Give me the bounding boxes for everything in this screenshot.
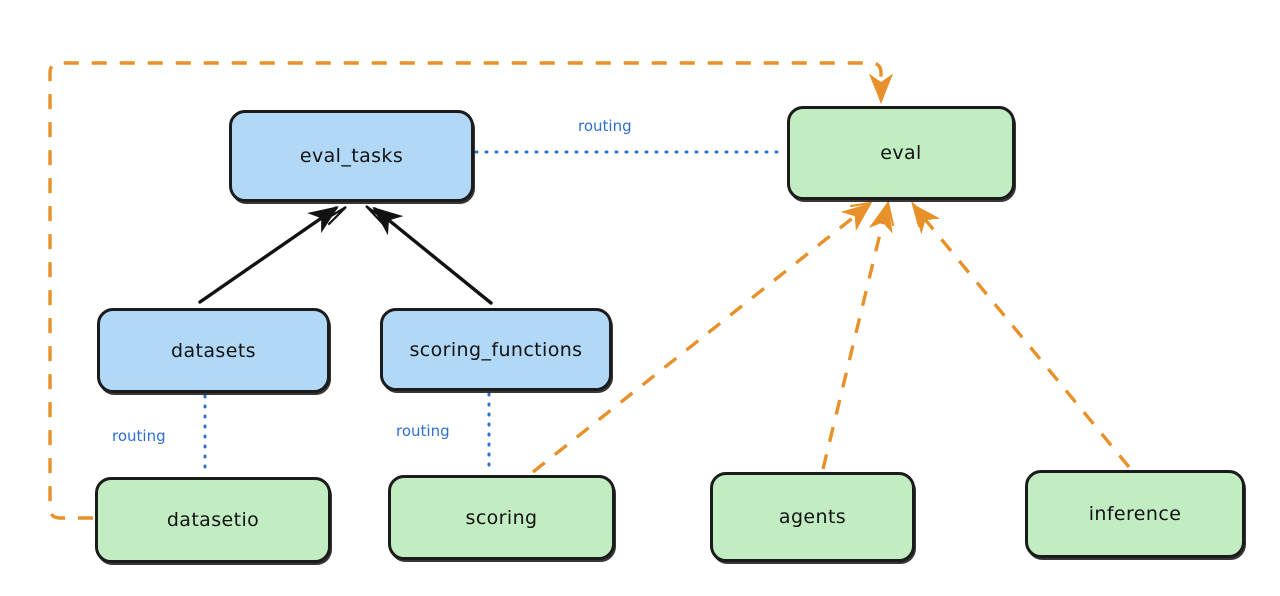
edge-inference-to-eval [911,203,1131,469]
node-scoring-functions[interactable]: scoring_functions [380,308,612,391]
edge-scoring-functions-to-eval-tasks [372,206,493,305]
node-eval-tasks-label: eval_tasks [299,145,404,167]
node-scoring-functions-label: scoring_functions [409,338,583,361]
edge-datasets-to-eval-tasks [198,206,339,304]
edge-inference-to-eval-sketch [910,200,932,228]
edge-label-routing-scoring-functions: routing [396,422,450,440]
node-datasetio[interactable]: datasetio [95,477,331,563]
edge-agents-to-eval [821,201,893,470]
node-datasets-label: datasets [171,339,256,362]
node-agents-label: agents [778,506,847,528]
node-datasets[interactable]: datasets [97,308,330,393]
node-datasetio-label: datasetio [166,509,260,531]
edge-agents-to-eval-sketch [874,200,895,227]
edge-datasets-to-eval-tasks-sketch [327,206,347,226]
node-agents[interactable]: agents [710,472,915,562]
edge-scoring-functions-to-eval-tasks-sketch [365,205,385,226]
node-inference-label: inference [1088,503,1182,525]
node-scoring[interactable]: scoring [388,475,615,560]
edge-datasetio-to-eval [48,61,894,520]
node-scoring-label: scoring [465,506,538,529]
node-inference[interactable]: inference [1025,470,1245,558]
node-eval-label: eval [880,142,922,164]
edge-datasetio-to-eval-sketch [872,78,891,105]
edge-scoring-to-eval-sketch [849,201,873,223]
edge-label-routing-datasets: routing [112,427,166,445]
edge-label-routing-eval-tasks: routing [578,117,632,135]
node-eval[interactable]: eval [787,106,1015,200]
node-eval-tasks[interactable]: eval_tasks [229,110,474,202]
